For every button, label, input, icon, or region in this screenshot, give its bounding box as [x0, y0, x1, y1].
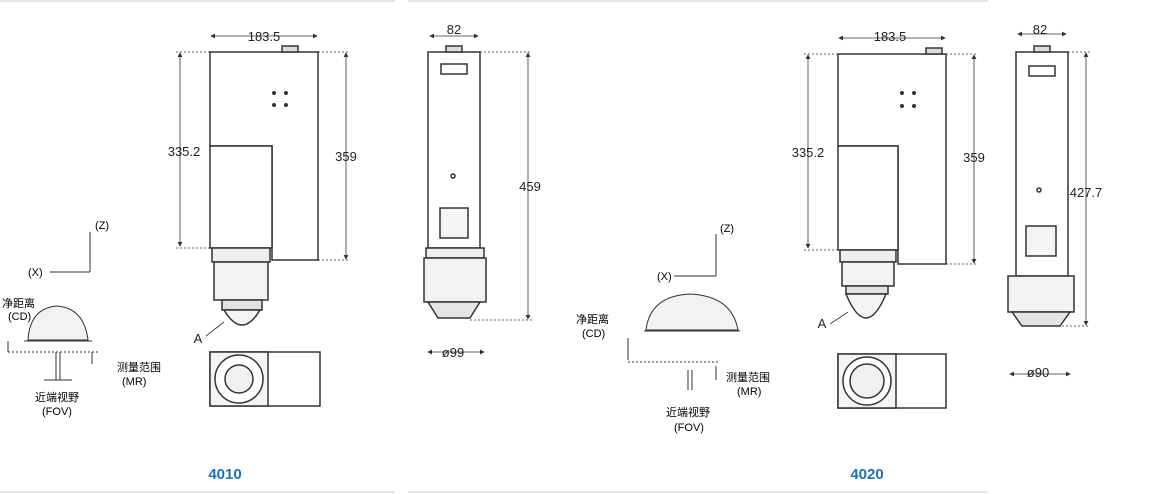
model-4010: (Z) (X) 净距离 (CD) 测量范围 (MR) 近端视野 (FOV): [2, 22, 541, 418]
side-led: [450, 173, 456, 179]
housing-lower-left: [837, 145, 899, 251]
side-top-connector: [445, 45, 463, 53]
screw-hole: [912, 91, 916, 95]
mr-label-cn: 测量范围: [117, 360, 161, 374]
lens-barrel: [213, 261, 269, 301]
axis-x-label: (X): [657, 271, 672, 283]
side-view-4010: [423, 45, 487, 319]
top-connector: [281, 45, 299, 53]
front-dimensions-4020: [804, 35, 978, 325]
screw-hole: [900, 91, 904, 95]
front-view-4020: [837, 47, 947, 409]
divider-top-left: [0, 0, 395, 2]
cd-label-cn: 净距离: [576, 312, 609, 326]
top-connector: [925, 47, 943, 55]
axis-z-label: (Z): [720, 223, 734, 235]
cd-label-en: (CD): [582, 328, 605, 340]
front-dimensions-4010: [176, 33, 350, 337]
model-name-4010: 4010: [208, 466, 242, 483]
side-indicator: [1028, 65, 1056, 77]
front-marker-a: A: [194, 331, 203, 346]
side-lens-cap: [1010, 311, 1072, 327]
side-diameter-dim: ø90: [1027, 365, 1049, 380]
lens-barrel: [841, 261, 895, 287]
sensor-dome: [645, 293, 739, 331]
sensor-dome: [27, 305, 89, 341]
front-marker-a: A: [818, 316, 827, 331]
cd-label-en: (CD): [8, 311, 31, 323]
screw-hole: [272, 103, 276, 107]
side-led: [1036, 187, 1042, 193]
side-lens-cap: [426, 301, 482, 319]
side-height-dim: 459: [519, 179, 541, 194]
screw-hole: [272, 91, 276, 95]
side-diameter-dim: ø99: [442, 345, 464, 360]
side-dimensions-4010: [427, 33, 532, 355]
measurement-diagram-4010: [7, 232, 100, 381]
lens-collar: [211, 247, 271, 263]
front-height-left-dim: 335.2: [792, 145, 825, 160]
lens-ring: [221, 299, 263, 311]
front-height-right-dim: 359: [963, 150, 985, 165]
front-height-right-dim: 359: [335, 149, 357, 164]
side-lens-barrel: [1007, 275, 1075, 313]
side-collar: [425, 247, 485, 259]
lens-ring: [845, 285, 889, 295]
side-height-dim: 427.7: [1070, 185, 1103, 200]
side-lens-barrel: [423, 257, 487, 303]
bottom-lens-inner: [849, 363, 885, 399]
model-4020: (Z) (X) 净距离 (CD) 测量范围 (MR) 近端视野 (FOV): [576, 22, 1102, 434]
front-width-dim: 183.5: [874, 29, 907, 44]
side-view-4020: [1007, 45, 1075, 327]
screw-hole: [900, 104, 904, 108]
fov-label-en: (FOV): [674, 422, 704, 434]
screw-hole: [912, 104, 916, 108]
side-indicator: [440, 63, 468, 75]
divider-top-right: [408, 0, 988, 2]
bottom-lens-inner: [224, 364, 254, 394]
side-top-connector: [1033, 45, 1051, 53]
housing-lower-left: [209, 145, 273, 249]
front-height-left-dim: 335.2: [168, 144, 201, 159]
measurement-diagram-4020: [627, 234, 740, 390]
mr-label-en: (MR): [122, 376, 146, 388]
mr-label-en: (MR): [737, 386, 761, 398]
fov-label-cn: 近端视野: [666, 405, 710, 419]
screw-hole: [284, 103, 288, 107]
side-width-dim: 82: [1033, 22, 1047, 37]
front-width-dim: 183.5: [248, 29, 281, 44]
logo-badge: [1025, 225, 1057, 257]
fov-label-cn: 近端视野: [35, 390, 79, 404]
screw-hole: [284, 91, 288, 95]
axis-z-label: (Z): [95, 220, 109, 232]
model-name-4020: 4020: [850, 466, 884, 483]
cd-label-cn: 净距离: [2, 296, 35, 310]
logo-badge: [439, 207, 469, 239]
lens-collar: [839, 249, 897, 263]
fov-label-en: (FOV): [42, 406, 72, 418]
dome-window: [844, 293, 888, 319]
divider-bottom-right: [408, 491, 988, 493]
mr-label-cn: 测量范围: [726, 370, 770, 384]
divider-bottom-left: [0, 491, 395, 493]
side-dimensions-4020: [1009, 31, 1090, 377]
axis-x-label: (X): [28, 267, 43, 279]
side-width-dim: 82: [447, 22, 461, 37]
dome-window: [222, 309, 262, 326]
front-view-4010: [209, 45, 321, 407]
